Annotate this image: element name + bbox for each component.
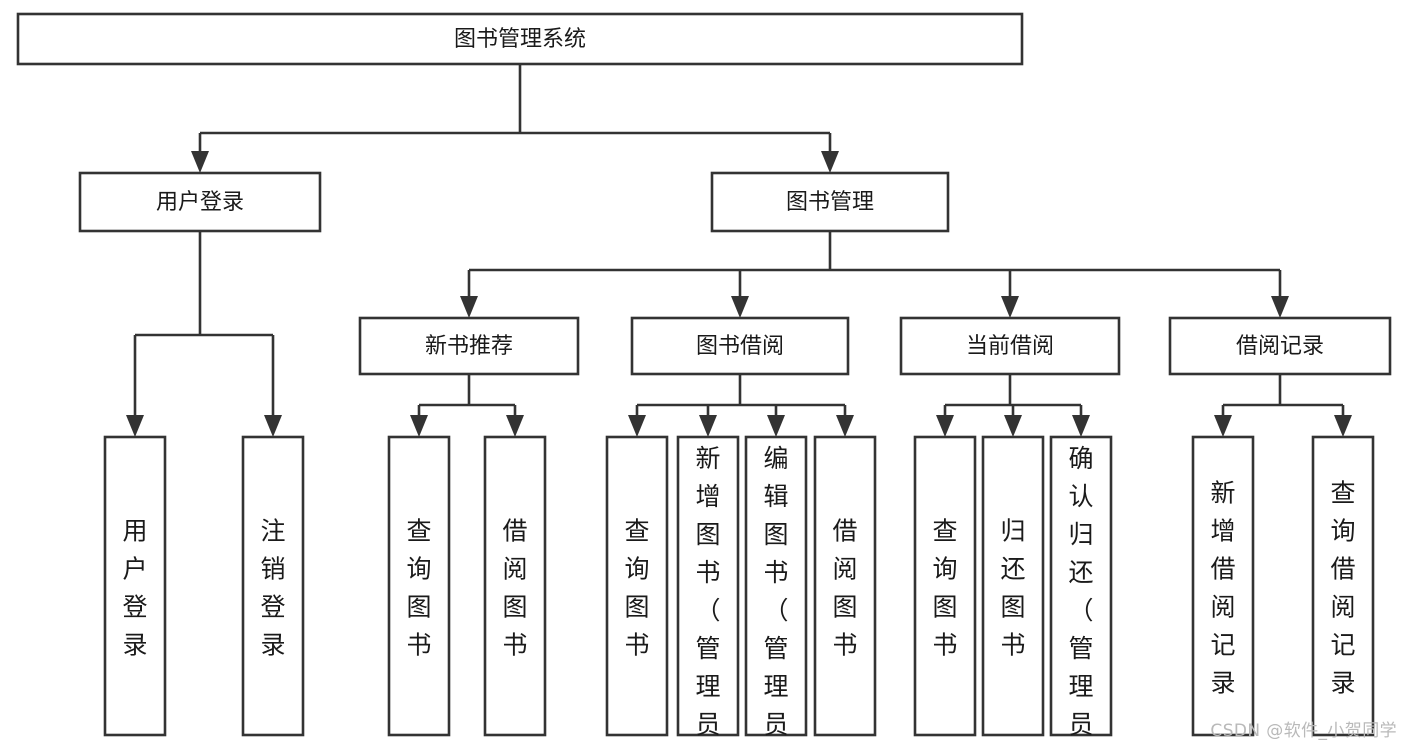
node-label: 新增图书（管理员） <box>695 444 720 747</box>
node-leaf-edit-book-admin[interactable]: 编辑图书（管理员） <box>744 435 808 747</box>
node-label: 图书管理系统 <box>454 27 586 52</box>
node-book-borrow[interactable]: 图书借阅 <box>630 316 850 376</box>
arrow-head-icon <box>767 415 785 437</box>
node-label: 新增借阅记录 <box>1210 479 1235 698</box>
arrow-head-icon <box>1271 296 1289 318</box>
arrow-head-icon <box>1001 296 1019 318</box>
node-borrow-record[interactable]: 借阅记录 <box>1168 316 1392 376</box>
node-label: 借阅记录 <box>1236 334 1324 359</box>
connector-layer <box>126 64 1352 437</box>
node-box <box>605 435 669 737</box>
node-label: 归还图书 <box>1000 517 1025 660</box>
node-label: 查询图书 <box>406 517 431 660</box>
node-leaf-add-book-admin[interactable]: 新增图书（管理员） <box>676 435 740 747</box>
node-leaf-query-book-rec[interactable]: 查询图书 <box>387 435 451 737</box>
node-label: 查询图书 <box>932 517 957 660</box>
node-label: 当前借阅 <box>966 334 1054 359</box>
arrow-head-icon <box>628 415 646 437</box>
node-box <box>676 435 740 737</box>
node-leaf-borrow-book-rec[interactable]: 借阅图书 <box>483 435 547 737</box>
node-leaf-query-book-current[interactable]: 查询图书 <box>913 435 977 737</box>
node-box <box>1168 316 1392 376</box>
arrow-head-icon <box>1214 415 1232 437</box>
arrow-head-icon <box>836 415 854 437</box>
node-box <box>813 435 877 737</box>
node-box <box>78 171 322 233</box>
node-box <box>710 171 950 233</box>
watermark-text: CSDN @软件_小贺同学 <box>1210 721 1397 741</box>
node-label: 图书借阅 <box>696 334 784 359</box>
node-label: 借阅图书 <box>832 517 857 660</box>
node-leaf-user-logout[interactable]: 注销登录 <box>241 435 305 737</box>
arrow-head-icon <box>126 415 144 437</box>
node-label: 图书管理 <box>786 190 874 215</box>
arrow-head-icon <box>506 415 524 437</box>
node-leaf-query-borrow-record[interactable]: 查询借阅记录 <box>1311 435 1375 737</box>
node-label: 查询借阅记录 <box>1330 479 1355 698</box>
node-box <box>1311 435 1375 737</box>
arrow-head-icon <box>699 415 717 437</box>
node-leaf-confirm-return-admin[interactable]: 确认归还（管理员） <box>1049 435 1113 747</box>
node-box <box>1049 435 1113 737</box>
node-leaf-return-book[interactable]: 归还图书 <box>981 435 1045 737</box>
arrow-head-icon <box>936 415 954 437</box>
node-user-login[interactable]: 用户登录 <box>78 171 322 233</box>
node-label: 确认归还（管理员） <box>1068 444 1093 747</box>
node-label: 用户登录 <box>156 190 244 215</box>
arrow-head-icon <box>264 415 282 437</box>
node-leaf-user-login[interactable]: 用户登录 <box>103 435 167 737</box>
arrow-head-icon <box>1334 415 1352 437</box>
node-label: 查询图书 <box>624 517 649 660</box>
arrow-head-icon <box>1072 415 1090 437</box>
arrow-head-icon <box>460 296 478 318</box>
node-label: 编辑图书（管理员） <box>763 444 788 747</box>
node-label: 用户登录 <box>122 517 147 660</box>
node-book-manage[interactable]: 图书管理 <box>710 171 950 233</box>
node-box <box>899 316 1121 376</box>
node-box <box>630 316 850 376</box>
arrow-head-icon <box>1004 415 1022 437</box>
node-label: 注销登录 <box>260 517 285 660</box>
node-leaf-borrow-book[interactable]: 借阅图书 <box>813 435 877 737</box>
node-box <box>483 435 547 737</box>
node-box <box>241 435 305 737</box>
node-layer: 图书管理系统用户登录图书管理新书推荐图书借阅当前借阅借阅记录用户登录注销登录查询… <box>16 12 1392 747</box>
arrow-head-icon <box>410 415 428 437</box>
node-label: 借阅图书 <box>502 517 527 660</box>
node-leaf-add-borrow-record[interactable]: 新增借阅记录 <box>1191 435 1255 737</box>
node-box <box>744 435 808 737</box>
arrow-head-icon <box>191 151 209 173</box>
node-box <box>913 435 977 737</box>
node-box <box>103 435 167 737</box>
node-box <box>358 316 580 376</box>
node-new-book-rec[interactable]: 新书推荐 <box>358 316 580 376</box>
node-current-borrow[interactable]: 当前借阅 <box>899 316 1121 376</box>
node-leaf-query-book-borrow[interactable]: 查询图书 <box>605 435 669 737</box>
arrow-head-icon <box>731 296 749 318</box>
node-label: 新书推荐 <box>425 334 513 359</box>
node-root[interactable]: 图书管理系统 <box>16 12 1024 66</box>
node-box <box>16 12 1024 66</box>
node-box <box>1191 435 1255 737</box>
node-box <box>387 435 451 737</box>
node-box <box>981 435 1045 737</box>
arrow-head-icon <box>821 151 839 173</box>
